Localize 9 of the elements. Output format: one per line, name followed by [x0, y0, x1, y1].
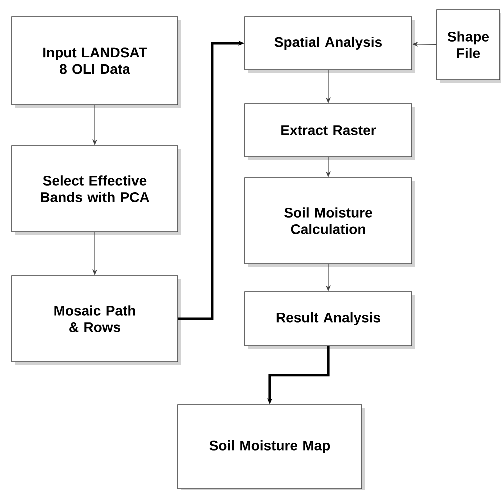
process-box: Result Analysis [244, 292, 415, 349]
process-box: Input LANDSAT 8 OLI Data [12, 16, 181, 108]
process-box: Soil Moisture Calculation [244, 178, 415, 267]
process-box: Soil Moisture Map [178, 404, 365, 490]
process-box: Select Effective Bands with PCA [12, 146, 181, 235]
process-box: Shape File [436, 10, 501, 83]
process-box: Spatial Analysis [244, 16, 415, 73]
process-box: Extract Raster [244, 104, 415, 160]
process-box: Mosaic Path & Rows [12, 276, 181, 365]
